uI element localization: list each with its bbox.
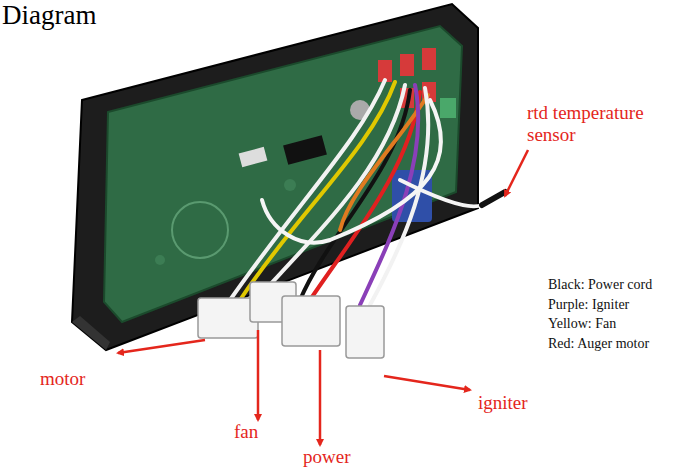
- chip: [283, 135, 327, 165]
- power-plug: [282, 296, 340, 346]
- housing: [72, 4, 478, 350]
- pcb-traces: [155, 100, 370, 265]
- plugs: [198, 282, 384, 358]
- housing-edge: [72, 316, 110, 350]
- leader-arrow: [319, 350, 322, 445]
- callout-label: igniter: [478, 392, 528, 414]
- callout-label: fan: [234, 421, 258, 443]
- terminal: [440, 98, 456, 118]
- callout-label: rtd temperature sensor: [527, 102, 667, 146]
- callout-label: motor: [40, 368, 85, 390]
- wire: [262, 100, 441, 243]
- callout-label: power: [303, 446, 350, 468]
- leader-arrow: [384, 376, 470, 390]
- pcb-pad-ring: [172, 202, 228, 258]
- wire: [230, 80, 385, 300]
- motor-plug: [198, 298, 258, 338]
- color-key: Black: Power cord: [548, 277, 678, 293]
- wire-bundle: [230, 80, 482, 305]
- pcb-pad: [155, 255, 165, 265]
- diagram-title: Diagram: [2, 0, 96, 31]
- leader-arrow: [257, 330, 260, 420]
- rtd-probe: [482, 192, 505, 205]
- leader-arrow: [505, 150, 528, 196]
- igniter-plug: [346, 306, 384, 358]
- terminal: [422, 48, 436, 70]
- pcb-connector: [239, 147, 268, 167]
- wire: [370, 88, 428, 305]
- terminal: [400, 54, 414, 76]
- leader-arrow: [118, 340, 205, 353]
- color-key: Red: Auger motor: [548, 336, 678, 352]
- pcb-pad: [284, 179, 296, 191]
- rtd-wire: [400, 180, 482, 206]
- pcb-board: [104, 26, 462, 322]
- color-key: Yellow: Fan: [548, 316, 678, 332]
- leader-arrows: [118, 150, 528, 445]
- color-key: Purple: Igniter: [548, 297, 678, 313]
